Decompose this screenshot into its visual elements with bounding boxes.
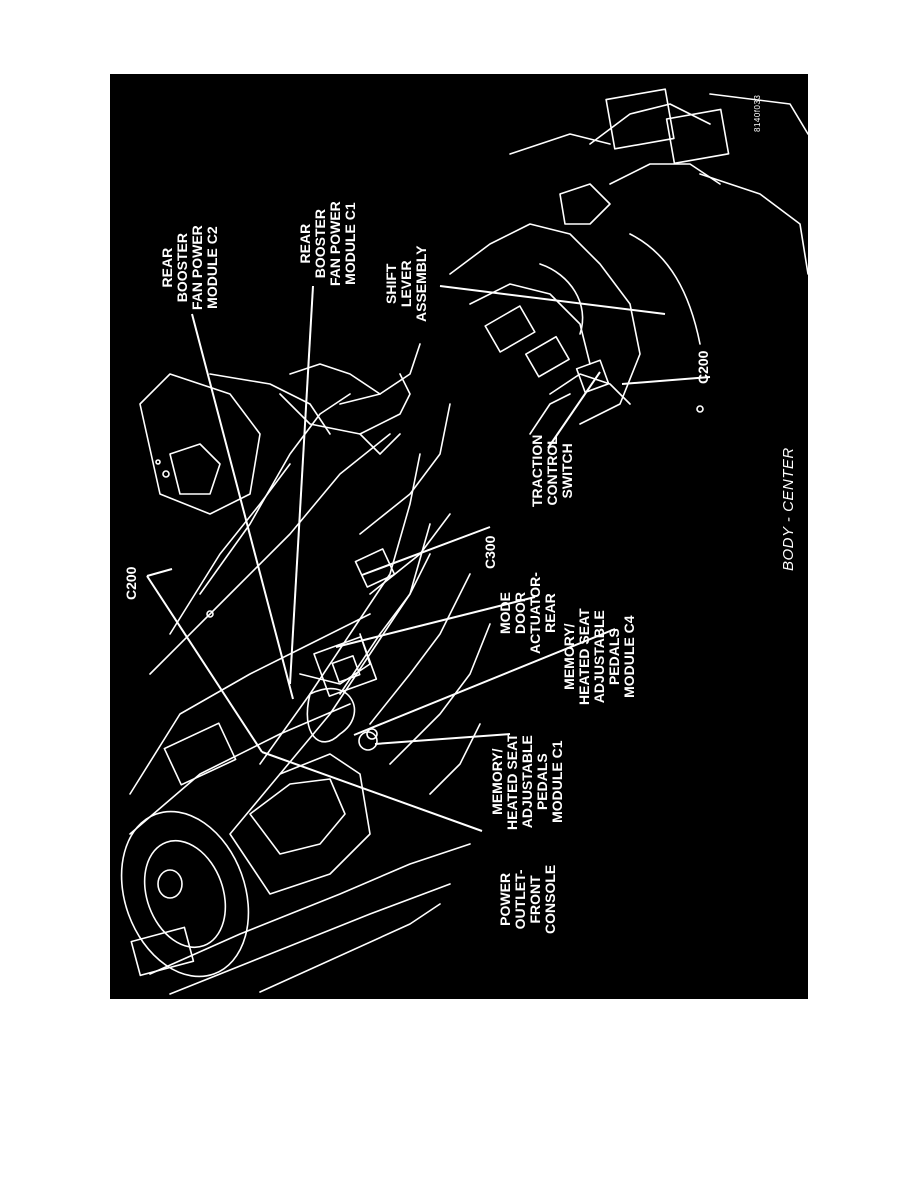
label-line: POWER xyxy=(497,872,513,926)
label-line: MEMORY/ xyxy=(561,623,577,690)
label-line: CONSOLE xyxy=(542,864,558,934)
label-c200-right: C200 xyxy=(695,350,711,384)
label-c300: C300 xyxy=(482,535,498,569)
label-line: C200 xyxy=(695,350,711,384)
label-line: MODULE C1 xyxy=(342,202,358,285)
label-line: TRACTION xyxy=(529,434,545,507)
label-line: MODULE C1 xyxy=(549,740,565,823)
label-c200-top: C200 xyxy=(123,566,139,600)
label-line: MODULE C2 xyxy=(204,226,220,309)
label-line: PEDALS xyxy=(534,753,550,811)
label-line: HEATED SEAT xyxy=(576,608,592,705)
label-line: BOOSTER xyxy=(174,233,190,303)
label-line: FRONT xyxy=(527,875,543,924)
figure-id: 8140f033 xyxy=(753,94,762,132)
label-line: REAR xyxy=(297,223,313,264)
label-line: REAR xyxy=(159,247,175,288)
label-line: ACTUATOR- xyxy=(527,572,543,654)
figure-caption: BODY - CENTER xyxy=(780,447,797,571)
label-line: BOOSTER xyxy=(312,209,328,279)
label-line: DOOR xyxy=(512,592,528,635)
label-line: MODE xyxy=(497,592,513,635)
label-line: MODULE C4 xyxy=(621,615,637,698)
label-line: C200 xyxy=(123,566,139,600)
label-line: ADJUSTABLE xyxy=(591,610,607,704)
label-line: REAR xyxy=(542,593,558,633)
label-line: ADJUSTABLE xyxy=(519,735,535,829)
label-line: CONTROL xyxy=(544,436,560,506)
label-line: HEATED SEAT xyxy=(504,733,520,830)
label-line: LEVER xyxy=(398,260,414,308)
label-line: SWITCH xyxy=(559,443,575,499)
label-line: C300 xyxy=(482,535,498,569)
vehicle-interior-illustration xyxy=(120,88,808,995)
label-line: PEDALS xyxy=(606,628,622,686)
label-line: MEMORY/ xyxy=(489,748,505,815)
label-line: FAN POWER xyxy=(327,201,343,286)
label-line: FAN POWER xyxy=(189,225,205,310)
label-line: SHIFT xyxy=(383,263,399,304)
label-line: OUTLET- xyxy=(512,869,528,930)
label-line: ASSEMBLY xyxy=(413,245,429,322)
